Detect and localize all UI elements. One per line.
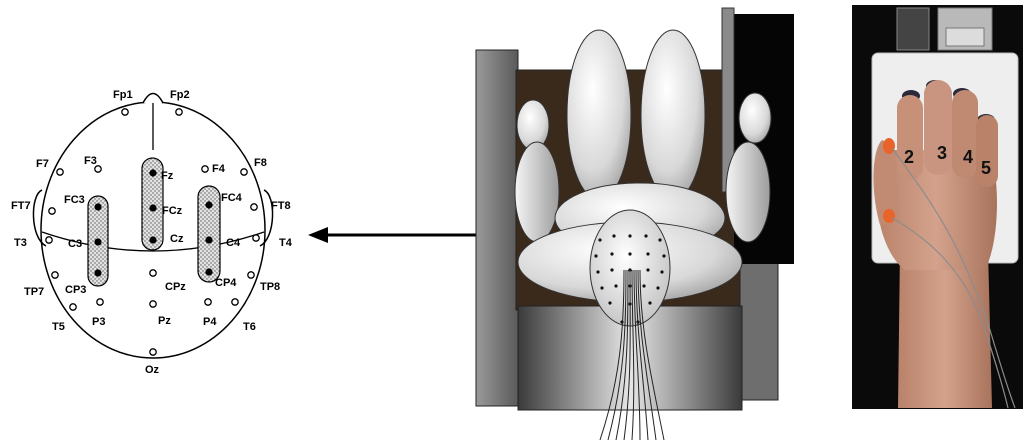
midline-highlight-strip [141,157,164,251]
finger-label-4: 4 [963,147,973,167]
thumb [873,140,900,225]
right-forearm [725,141,771,243]
right-highlight-strip [197,185,221,283]
finger-label-5: 5 [981,158,991,178]
label-fcz: FCz [162,205,183,217]
left-chair-panel [475,49,519,407]
nose-outline [142,92,164,104]
electrode-t4 [252,234,260,242]
electrode-oz [149,348,157,356]
electrode-pz [149,300,157,308]
label-fp2: Fp2 [170,89,190,101]
palm [875,150,997,270]
right-ear [259,189,274,247]
label-ft8: FT8 [271,200,291,212]
label-ft7: FT7 [11,200,31,212]
electrode-c4 [205,236,213,244]
label-fc3: FC3 [64,194,85,206]
electrode-ft7 [48,207,56,215]
subject-chair-illustration [475,7,794,441]
label-tp8: TP8 [260,281,280,293]
head-electrode-dots [594,234,666,324]
electrode-fcz [149,204,157,212]
electrode-f8 [240,168,248,176]
electrode-cables [599,269,665,441]
label-t5: T5 [52,321,65,333]
label-f4: F4 [212,163,226,175]
electrode-t6 [231,298,239,306]
left-ear [32,189,47,247]
electrode-t3 [45,236,53,244]
label-cz: Cz [170,233,184,245]
clip-electrode-1 [883,138,895,154]
electrode-f3 [94,165,102,173]
label-f8: F8 [254,157,267,169]
hand-response-photo: 2 3 4 5 [852,5,1023,409]
forearm [898,250,992,408]
label-p4: P4 [203,316,217,328]
label-oz: Oz [145,364,160,376]
label-pz: Pz [158,315,171,327]
finger-label-2: 2 [904,147,914,167]
electrode-p3 [96,298,104,306]
label-c4: C4 [226,237,241,249]
electrode-fz [149,169,157,177]
label-tp7: TP7 [24,286,44,298]
electrode-fc4 [205,201,213,209]
finger-middle [924,80,952,175]
electrode-ft8 [250,203,258,211]
finger-little [976,115,998,187]
finger-label-3: 3 [937,143,947,163]
label-fz: Fz [161,170,174,182]
electrode-fp1 [121,108,129,116]
electrode-c3 [94,238,102,246]
label-fc4: FC4 [221,192,243,204]
right-chair-block [739,259,779,401]
clip-electrode-2 [883,209,895,223]
label-p3: P3 [92,316,105,328]
electrode-tp8 [247,271,255,279]
coronal-curve [41,231,265,252]
electrode-fc3 [94,203,102,211]
electrode-tp7 [51,271,59,279]
electrode-f7 [56,168,64,176]
label-t4: T4 [279,237,293,249]
label-c3: C3 [68,238,82,250]
finger-index [897,95,923,180]
label-t3: T3 [14,237,27,249]
electrode-cp3 [94,269,102,277]
wire-1 [891,147,1016,409]
electrode-t5 [69,303,77,311]
label-cpz: CPz [165,281,186,293]
label-t6: T6 [243,321,256,333]
connector-plug [945,27,985,47]
wire-2 [891,217,1009,409]
label-f3: F3 [84,155,97,167]
label-cp3: CP3 [65,284,86,296]
electrode-fp2 [175,108,183,116]
right-hand [738,92,772,144]
electrode-cpz [149,269,157,277]
left-forearm [514,141,560,243]
finger-ring [952,90,978,178]
left-leg [566,29,632,201]
label-cp4: CP4 [215,277,237,289]
label-fp1: Fp1 [113,89,133,101]
electrode-p4 [204,298,212,306]
connector-left [896,7,930,51]
label-f7: F7 [36,158,49,170]
right-leg [640,29,706,201]
electrode-cp4 [205,268,213,276]
electrode-f4 [201,165,209,173]
electrode-cz [149,236,157,244]
eeg-montage-diagram: Fp1 Fp2 F7 F3 Fz F4 F8 FT7 FC3 FCz FC4 F… [11,89,293,376]
